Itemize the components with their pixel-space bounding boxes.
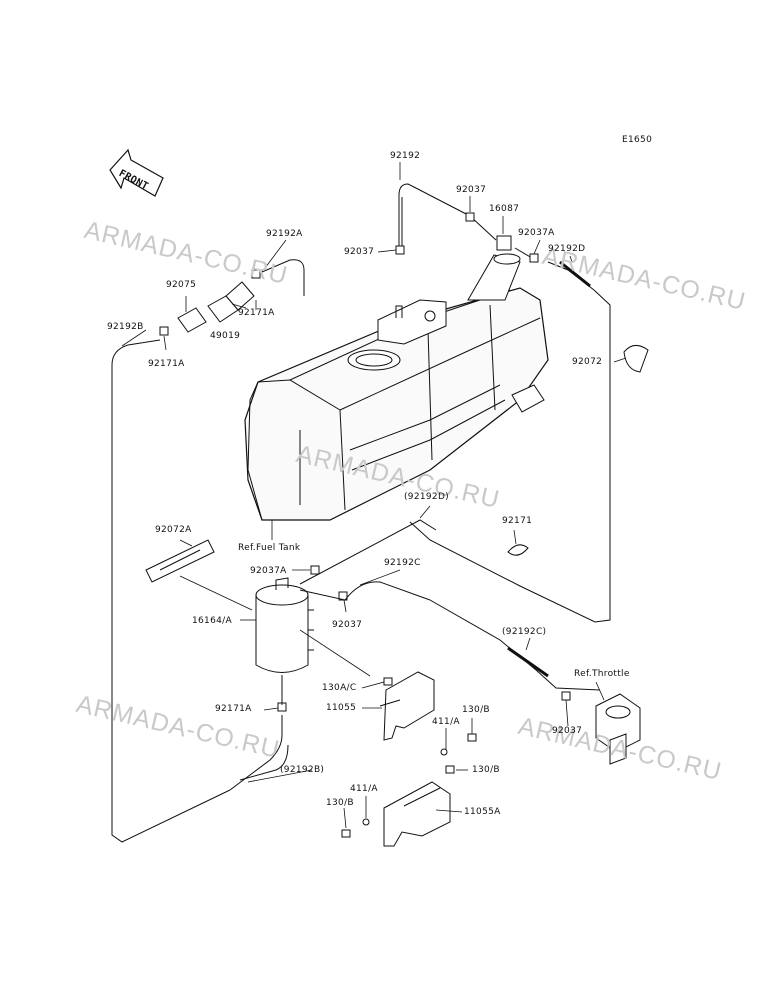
label-92072A: 92072A — [155, 525, 192, 535]
label-92171A-bottom: 92171A — [215, 704, 252, 714]
label-92192D-paren: (92192D) — [404, 492, 449, 502]
leader-lines — [121, 162, 627, 829]
label-92037-right: 92037 — [552, 726, 583, 736]
label-49019: 49019 — [210, 331, 241, 341]
label-411A-bottom: 411/A — [350, 784, 378, 794]
diagram-code: E1650 — [622, 135, 653, 145]
label-411A-top: 411/A — [432, 717, 460, 727]
label-11055A: 11055A — [464, 807, 501, 817]
label-16164A: 16164/A — [192, 616, 232, 626]
band-92072A — [145, 539, 215, 583]
label-92037A-mid: 92037A — [250, 566, 287, 576]
label-11055: 11055 — [326, 703, 357, 713]
clamp-92171 — [507, 544, 529, 556]
fuel-tank-illustration — [244, 253, 549, 521]
hose-92192-top — [398, 183, 611, 623]
filter-49019 — [177, 259, 305, 333]
band-92072 — [623, 345, 649, 373]
front-arrow-icon — [109, 148, 164, 197]
valve-16087 — [496, 235, 512, 251]
label-ref-fuel-tank: Ref.Fuel Tank — [238, 543, 301, 553]
bracket-11055 — [379, 671, 435, 741]
label-92037-mid: 92037 — [332, 620, 363, 630]
label-92072: 92072 — [572, 357, 603, 367]
bracket-11055A — [383, 781, 451, 847]
label-92192C: 92192C — [384, 558, 421, 568]
label-130AC: 130A/C — [322, 683, 357, 693]
label-92171A-mid: 92171A — [238, 308, 275, 318]
label-92171: 92171 — [502, 516, 533, 526]
label-92037-top: 92037 — [456, 185, 487, 195]
label-130B-bottom: 130/B — [326, 798, 354, 808]
canister-16164A — [255, 577, 314, 705]
bolt-icons — [341, 677, 477, 838]
label-130B-mid: 130/B — [472, 765, 500, 775]
label-130B-top: 130/B — [462, 705, 490, 715]
label-ref-throttle: Ref.Throttle — [574, 669, 630, 679]
throttle-body — [595, 693, 641, 765]
label-92171A-left: 92171A — [148, 359, 185, 369]
hose-92192B — [111, 339, 289, 843]
label-92037A-top: 92037A — [518, 228, 555, 238]
label-92192B: 92192B — [107, 322, 144, 332]
label-92075: 92075 — [166, 280, 197, 290]
hose-92192C — [299, 519, 601, 691]
label-92192: 92192 — [390, 151, 421, 161]
label-92192B-paren: (92192B) — [280, 765, 325, 775]
label-92037-left: 92037 — [344, 247, 375, 257]
label-92192A: 92192A — [266, 229, 303, 239]
label-16087: 16087 — [489, 204, 520, 214]
label-92192D-top: 92192D — [548, 244, 586, 254]
label-92192C-paren: (92192C) — [502, 627, 547, 637]
